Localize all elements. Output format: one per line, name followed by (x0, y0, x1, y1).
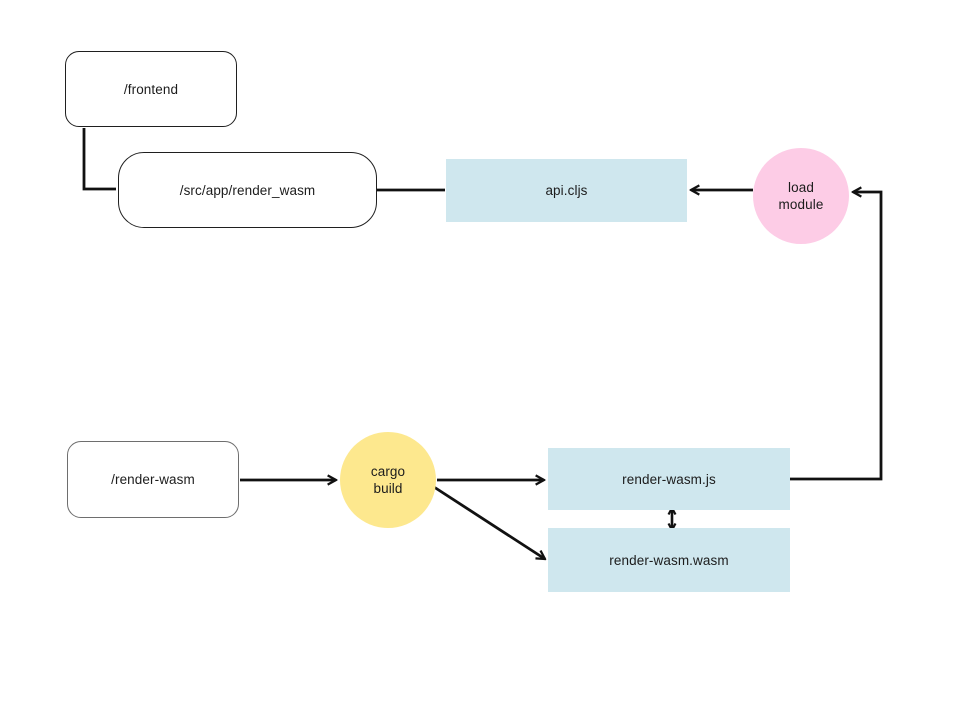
connector-cargobuild-to-renderwasmwasm-arrow (433, 485, 545, 559)
render-wasm-js-label: render-wasm.js (622, 471, 716, 487)
load-module-node: load module (753, 148, 849, 244)
frontend-node: /frontend (65, 51, 237, 127)
cargo-build-label-line1: cargo (370, 464, 406, 479)
cargo-build-label-line2: build (373, 481, 403, 496)
api-cljs-node: api.cljs (446, 159, 687, 222)
src-app-render-wasm-node: /src/app/render_wasm (118, 152, 377, 228)
cargo-build-node: cargo build (340, 432, 436, 528)
src-app-render-wasm-label: /src/app/render_wasm (179, 182, 316, 198)
render-wasm-dir-label: /render-wasm (111, 472, 195, 487)
render-wasm-js-node: render-wasm.js (548, 448, 790, 510)
render-wasm-wasm-node: render-wasm.wasm (548, 528, 790, 592)
load-module-label-line1: load (788, 180, 814, 195)
api-cljs-label: api.cljs (545, 183, 588, 198)
frontend-label: /frontend (123, 81, 179, 97)
render-wasm-dir-node: /render-wasm (67, 441, 239, 518)
connector-frontend-to-srcapp (82, 128, 116, 191)
load-module-label-line2: module (778, 197, 824, 212)
render-wasm-wasm-label: render-wasm.wasm (609, 552, 729, 568)
